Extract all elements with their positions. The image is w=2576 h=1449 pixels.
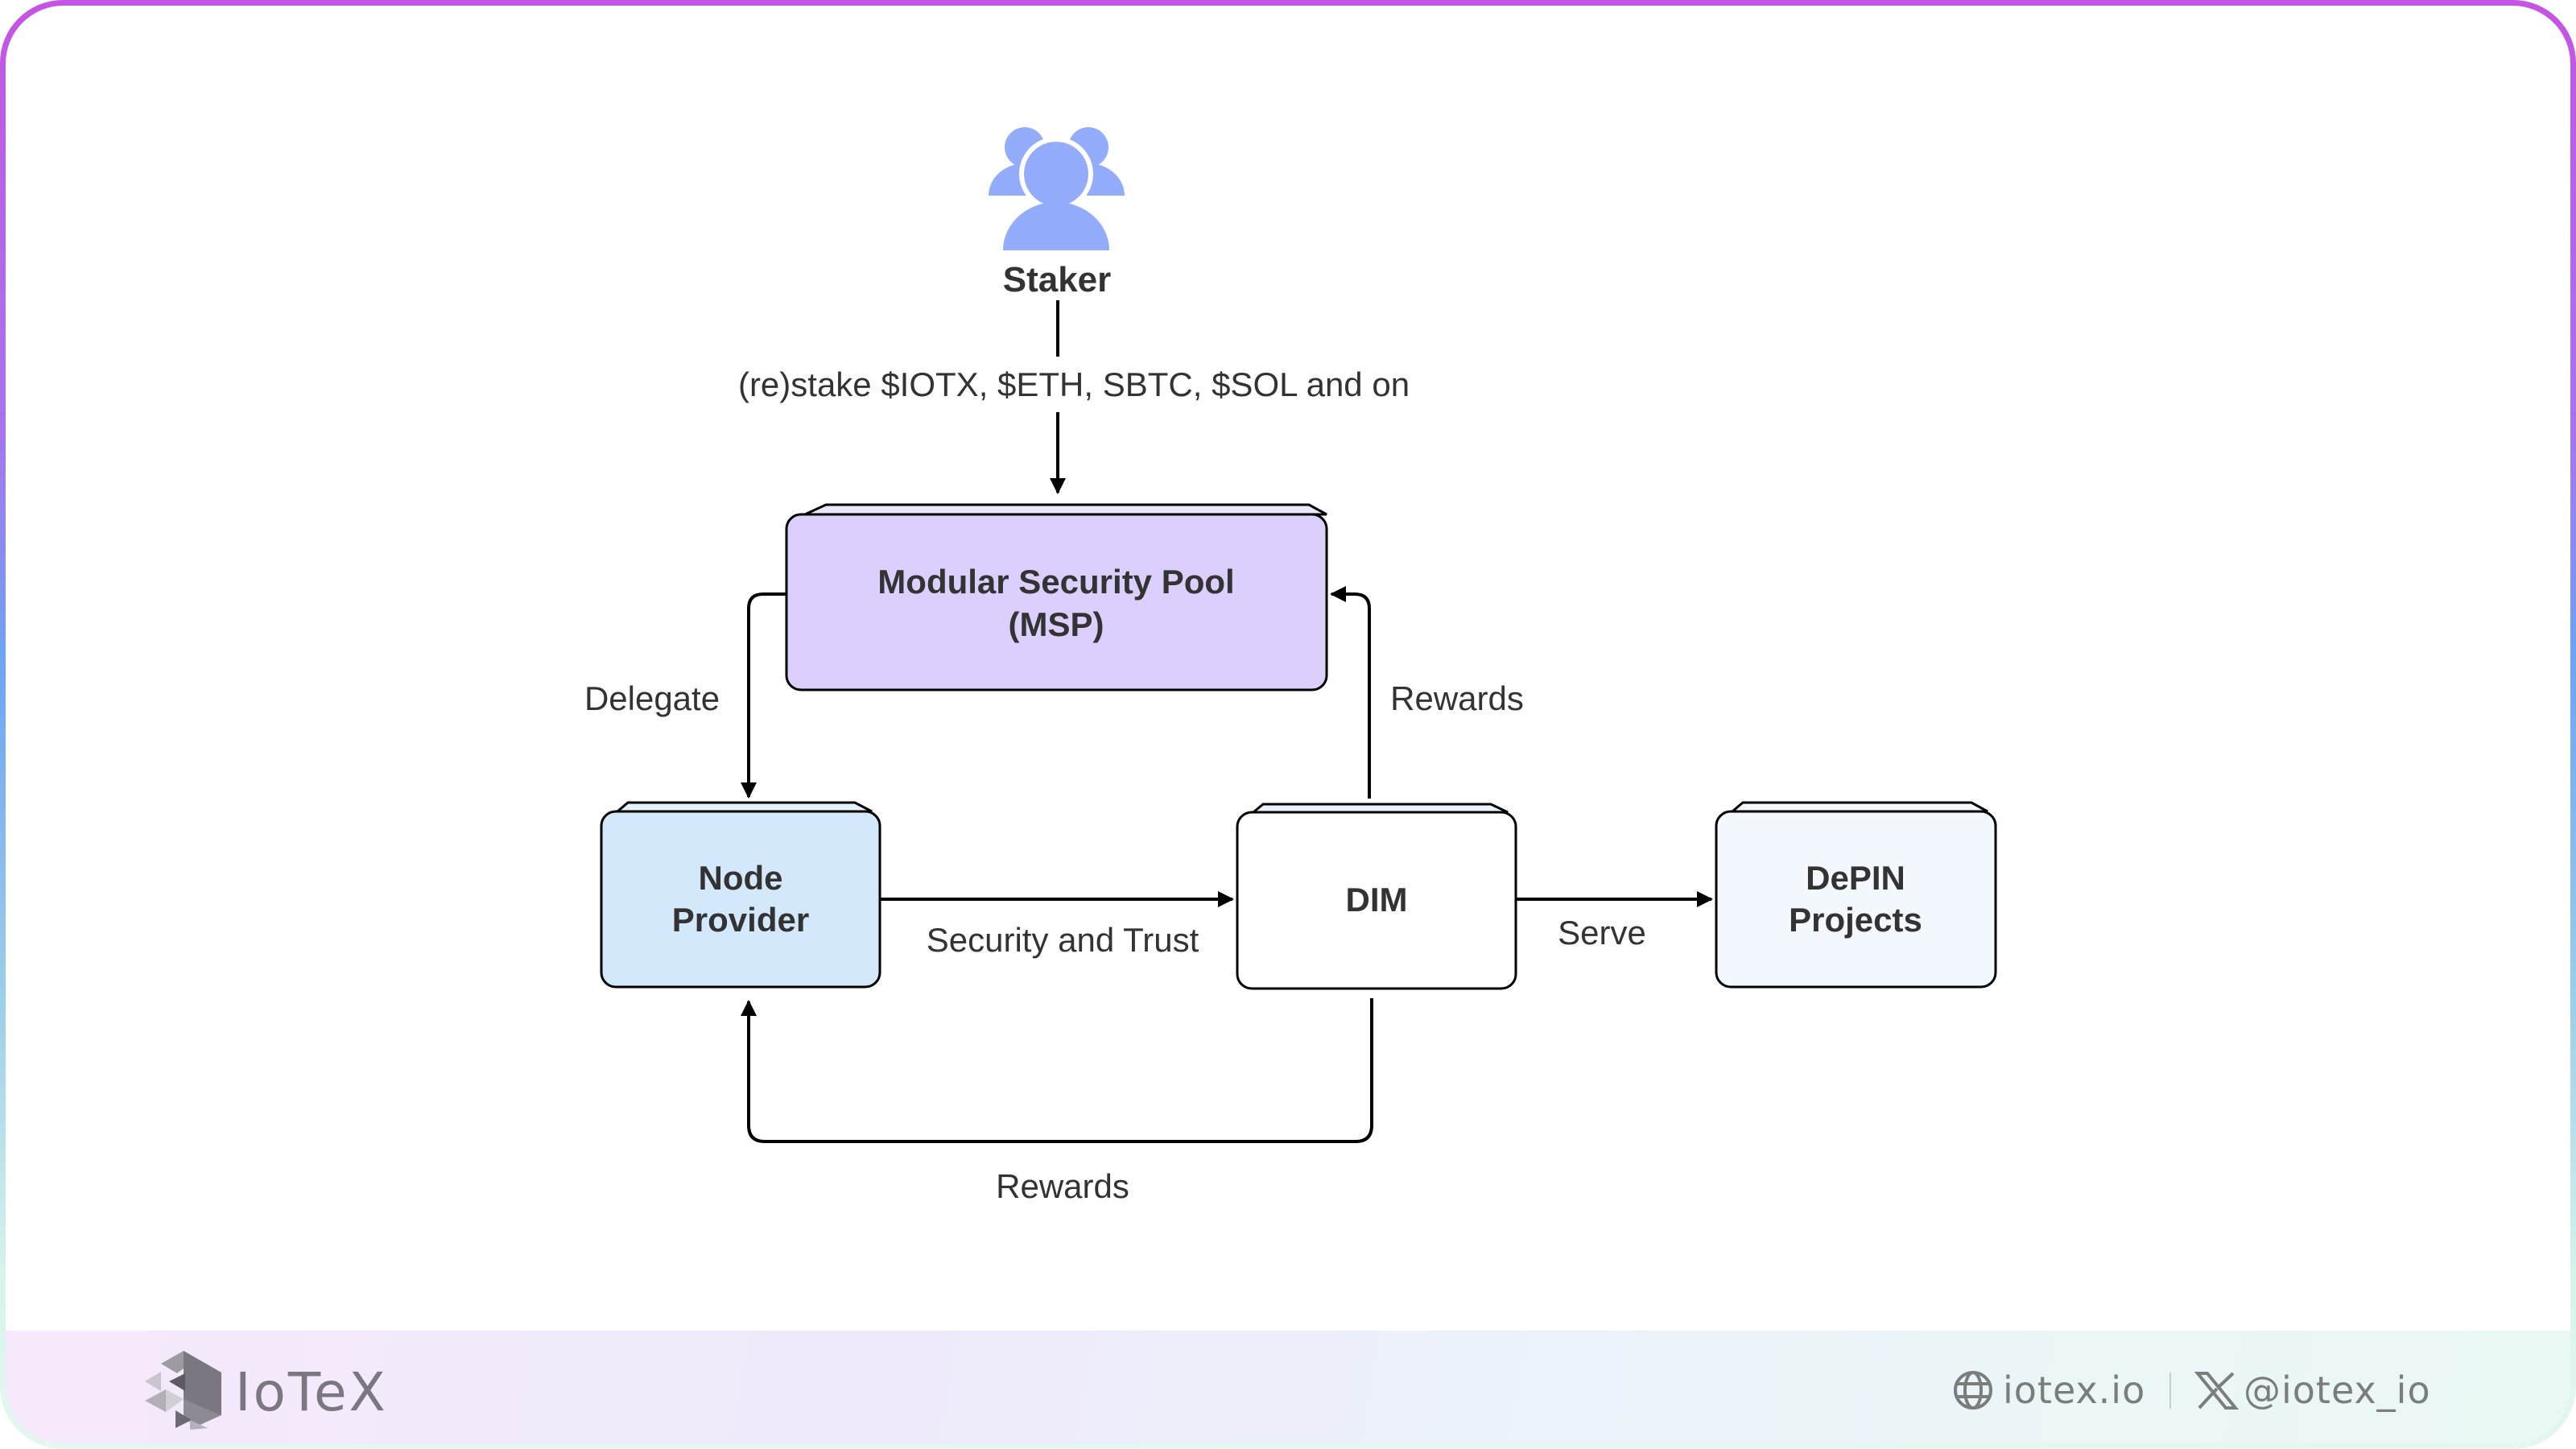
- msp-title: Modular Security Pool: [877, 563, 1234, 601]
- security-label: Security and Trust: [927, 921, 1199, 959]
- dim-label: DIM: [1346, 881, 1408, 919]
- canvas: [6, 6, 2570, 1443]
- rewards-msp-edge: [1330, 586, 1371, 799]
- users-group-icon: [989, 127, 1125, 250]
- brand-wordmark: IoTeX: [235, 1361, 388, 1423]
- rewards-node-label: Rewards: [996, 1167, 1129, 1205]
- dim-tile-purple: [1327, 812, 1516, 853]
- depin-subtitle: Projects: [1789, 901, 1922, 939]
- twitter-handle-link[interactable]: @iotex_io: [2244, 1368, 2431, 1412]
- footer-band: [6, 1331, 2570, 1443]
- website-link[interactable]: iotex.io: [2003, 1368, 2145, 1412]
- staker-label: Staker: [1003, 260, 1112, 299]
- node-provider-title: Node: [699, 859, 783, 897]
- rewards-msp-label: Rewards: [1390, 679, 1524, 717]
- rewards-node-edge: [741, 998, 1373, 1143]
- node-provider-node[interactable]: Node Provider: [600, 801, 881, 989]
- stake-edge-label: (re)stake $IOTX, $ETH, SBTC, $SOL and on: [738, 365, 1410, 403]
- delegate-label: Delegate: [584, 679, 720, 717]
- depin-title: DePIN: [1806, 859, 1905, 897]
- depin-projects-node[interactable]: DePIN Projects: [1715, 801, 1997, 989]
- serve-label: Serve: [1558, 914, 1646, 952]
- dim-tile-cyan: [1429, 859, 1516, 939]
- dim-node[interactable]: DIM: [1236, 803, 1517, 990]
- dim-tile-mint: [1237, 812, 1323, 942]
- msp-node[interactable]: Modular Security Pool (MSP): [785, 503, 1328, 691]
- iotex-logo-icon: [145, 1351, 221, 1430]
- globe-icon: [1954, 1371, 1992, 1410]
- node-provider-subtitle: Provider: [672, 901, 809, 939]
- msp-subtitle: (MSP): [1009, 605, 1104, 643]
- dim-tile-magenta: [1237, 855, 1323, 989]
- delegate-edge: [741, 592, 786, 799]
- x-logo-icon: [2194, 1372, 2240, 1410]
